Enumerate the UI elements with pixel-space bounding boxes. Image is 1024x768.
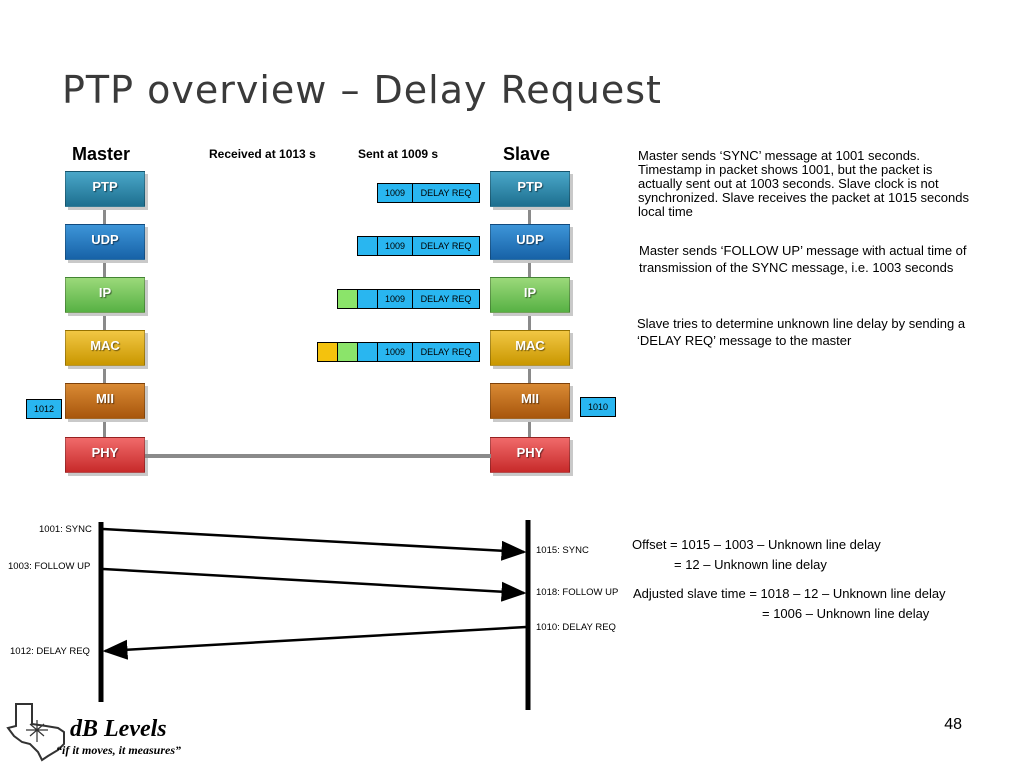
page-number: 48 (944, 716, 962, 733)
received-label: Received at 1013 s (209, 147, 316, 161)
offset-formula-line2: = 12 – Unknown line delay (674, 557, 827, 572)
master-layer-mii: MII (65, 383, 145, 419)
slave-stack-connector (528, 205, 531, 437)
phy-link-line (145, 454, 491, 458)
packet-timestamp: 1009 (378, 290, 413, 308)
master-timestamp-box: 1012 (26, 399, 62, 419)
packet-mac: 1009 DELAY REQ (317, 342, 480, 362)
udp-header-cell (358, 237, 378, 255)
slave-layer-mac: MAC (490, 330, 570, 366)
page-title: PTP overview – Delay Request (62, 68, 662, 112)
packet-ip: 1009 DELAY REQ (337, 289, 480, 309)
packet-label: DELAY REQ (413, 343, 479, 361)
packet-label: DELAY REQ (413, 290, 479, 308)
packet-label: DELAY REQ (413, 184, 479, 202)
packet-timestamp: 1009 (378, 237, 413, 255)
slave-layer-ip: IP (490, 277, 570, 313)
udp-header-cell (358, 290, 378, 308)
packet-ptp: 1009 DELAY REQ (377, 183, 480, 203)
adjusted-formula-line1: Adjusted slave time = 1018 – 12 – Unknow… (633, 586, 946, 601)
slave-timestamp-box: 1010 (580, 397, 616, 417)
texas-outline-icon (6, 703, 65, 762)
slave-layer-ptp: PTP (490, 171, 570, 207)
master-event-follow-up: 1003: FOLLOW UP (8, 561, 91, 572)
packet-timestamp: 1009 (378, 184, 413, 202)
logo-tagline: “if it moves, it measures” (56, 743, 181, 757)
slave-event-sync: 1015: SYNC (536, 545, 589, 556)
udp-header-cell (358, 343, 378, 361)
description-sync: Master sends ‘SYNC’ message at 1001 seco… (638, 148, 969, 219)
master-label: Master (72, 144, 131, 164)
packet-timestamp: 1009 (378, 343, 413, 361)
description-follow-up: Master sends ‘FOLLOW UP’ message with ac… (639, 243, 967, 275)
adjusted-formula-line2: = 1006 – Unknown line delay (762, 606, 930, 621)
slave-layer-udp: UDP (490, 224, 570, 260)
packet-label: DELAY REQ (413, 237, 479, 255)
slave-layer-phy: PHY (490, 437, 570, 473)
master-layer-udp: UDP (65, 224, 145, 260)
master-event-delay-req: 1012: DELAY REQ (10, 646, 90, 657)
description-delay-req: Slave tries to determine unknown line de… (637, 316, 966, 348)
mac-header-cell (318, 343, 338, 361)
sync-arrow (102, 527, 527, 561)
follow-up-arrow (102, 567, 527, 602)
master-layer-mac: MAC (65, 330, 145, 366)
master-layer-ip: IP (65, 277, 145, 313)
delay-req-arrow (102, 625, 527, 660)
master-layer-ptp: PTP (65, 171, 145, 207)
master-stack-connector (103, 205, 106, 437)
logo-name: dB Levels (70, 716, 167, 742)
ip-header-cell (338, 343, 358, 361)
master-event-sync: 1001: SYNC (39, 524, 92, 535)
slave-event-delay-req: 1010: DELAY REQ (536, 622, 616, 633)
slave-event-follow-up: 1018: FOLLOW UP (536, 587, 619, 598)
slave-label: Slave (503, 144, 551, 164)
timeline-diagram (98, 520, 531, 710)
sent-label: Sent at 1009 s (358, 147, 439, 161)
ip-header-cell (338, 290, 358, 308)
packet-udp: 1009 DELAY REQ (357, 236, 480, 256)
master-layer-phy: PHY (65, 437, 145, 473)
slave-layer-mii: MII (490, 383, 570, 419)
offset-formula-line1: Offset = 1015 – 1003 – Unknown line dela… (632, 537, 881, 552)
